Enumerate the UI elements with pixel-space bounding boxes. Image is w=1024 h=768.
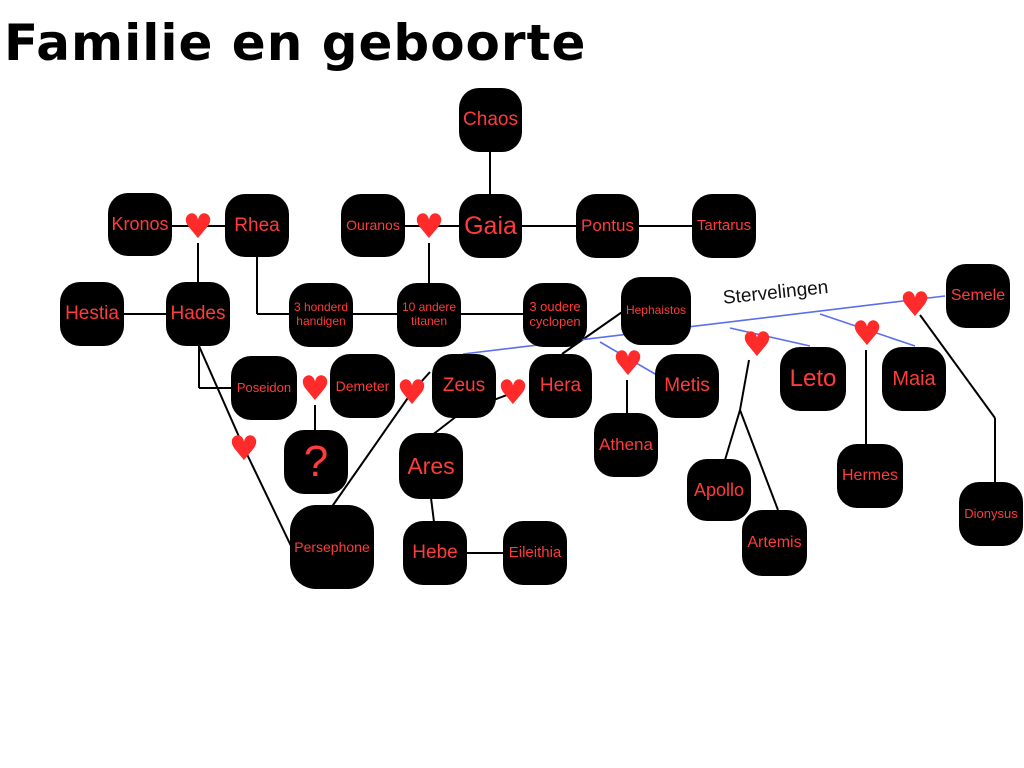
node-ares: Ares (399, 433, 463, 499)
node-rhea: Rhea (225, 194, 289, 257)
node-hestia: Hestia (60, 282, 124, 346)
node-chaos: Chaos (459, 88, 522, 152)
node-hephaistos: Hephaistos (621, 277, 691, 345)
node-hundred-handers: 3 honderd handigen (289, 283, 353, 347)
node-athena: Athena (594, 413, 658, 477)
heart-icon: ♥ (228, 429, 260, 469)
heart-icon: ♥ (413, 207, 445, 247)
node-semele: Semele (946, 264, 1010, 328)
node-unknown: ? (284, 430, 348, 494)
node-titans: 10 andere titanen (397, 283, 461, 347)
node-hera: Hera (529, 354, 592, 418)
node-metis: Metis (655, 354, 719, 418)
page-title: Familie en geboorte (4, 14, 587, 72)
node-poseidon: Poseidon (231, 356, 297, 420)
heart-icon: ♥ (741, 325, 773, 365)
node-persephone: Persephone (290, 505, 374, 589)
node-zeus: Zeus (432, 354, 496, 418)
node-maia: Maia (882, 347, 946, 411)
node-demeter: Demeter (330, 354, 395, 418)
node-artemis: Artemis (742, 510, 807, 576)
heart-icon: ♥ (612, 344, 644, 384)
node-eileithia: Eileithia (503, 521, 567, 585)
node-cyclopes: 3 oudere cyclopen (523, 283, 587, 347)
node-ouranos: Ouranos (341, 194, 405, 257)
heart-icon: ♥ (497, 373, 529, 413)
node-tartarus: Tartarus (692, 194, 756, 258)
node-apollo: Apollo (687, 459, 751, 521)
node-dionysus: Dionysus (959, 482, 1023, 546)
heart-icon: ♥ (851, 314, 883, 354)
heart-icon: ♥ (299, 369, 331, 409)
node-hades: Hades (166, 282, 230, 346)
node-hebe: Hebe (403, 521, 467, 585)
node-leto: Leto (780, 347, 846, 411)
heart-icon: ♥ (396, 373, 428, 413)
node-gaia: Gaia (459, 194, 522, 258)
heart-icon: ♥ (182, 207, 214, 247)
node-pontus: Pontus (576, 194, 639, 258)
node-hermes: Hermes (837, 444, 903, 508)
heart-icon: ♥ (899, 285, 931, 325)
node-kronos: Kronos (108, 193, 172, 256)
